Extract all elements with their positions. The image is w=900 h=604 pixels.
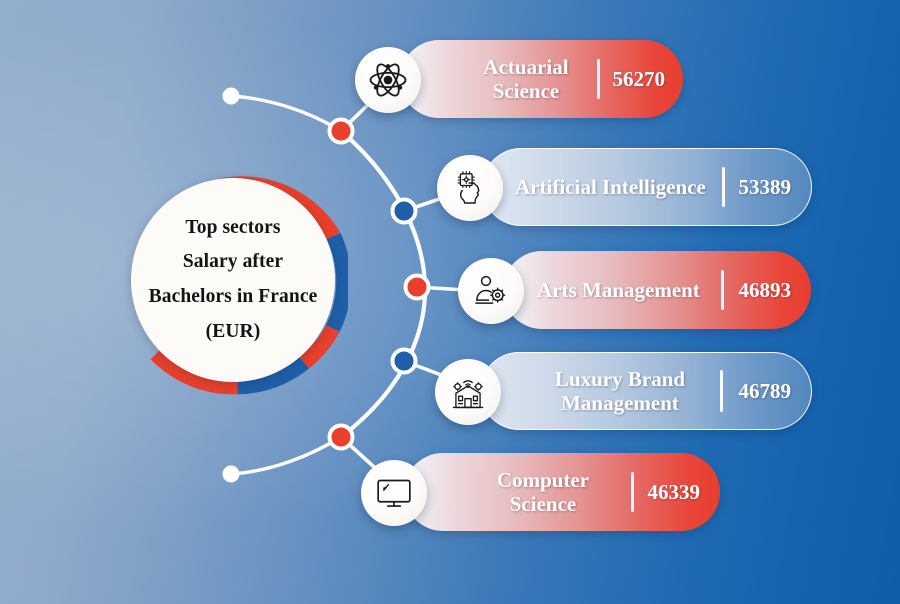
item-value-4: 46789 [738, 378, 792, 403]
item-divider-4 [720, 370, 723, 412]
item-row-4: Luxury Brand Management 46789 [480, 352, 812, 430]
item-value-5: 46339 [647, 479, 701, 504]
item-divider-2 [722, 167, 725, 207]
item-label-1: Actuarial Science [483, 54, 569, 103]
item-icon-bubble-5[interactable] [361, 460, 427, 526]
item-divider-1 [597, 59, 600, 99]
item-label-3: Arts Management [537, 277, 700, 302]
ai-head-icon [457, 171, 480, 204]
item-row-1: Actuarial Science 56270 [400, 40, 683, 118]
item-pill-3[interactable]: Arts Management 46893 [503, 251, 811, 329]
terminal-dot-bottom [222, 465, 240, 483]
center-hub: Top sectors Salary after Bachelors in Fr… [118, 165, 348, 395]
center-title-line-4: (EUR) [205, 320, 261, 342]
node-1 [327, 117, 355, 145]
item-row-5: Computer Science 46339 [404, 453, 720, 531]
ring-seg-4 [237, 356, 309, 395]
node-2 [390, 197, 418, 225]
node-3 [403, 273, 431, 301]
terminal-dot-top [222, 87, 240, 105]
ring-seg-2 [326, 232, 348, 332]
item-row-3: Arts Management 46893 [503, 251, 811, 329]
item-icon-bubble-1[interactable] [355, 47, 421, 113]
item-label-4: Luxury Brand Management [554, 366, 686, 415]
atom-icon [369, 63, 407, 97]
item-label-2: Artificial Intelligence [515, 174, 706, 199]
person-gear-icon [475, 275, 506, 304]
center-title-line-2: Salary after [182, 251, 284, 273]
center-disc: Top sectors Salary after Bachelors in Fr… [131, 178, 335, 382]
item-icon-bubble-3[interactable] [458, 258, 524, 324]
tail-bottom [230, 435, 343, 476]
item-pill-2[interactable]: Artificial Intelligence 53389 [482, 148, 812, 226]
tail-top [230, 94, 343, 133]
monitor-icon [377, 479, 411, 507]
node-5 [327, 423, 355, 451]
item-value-1: 56270 [612, 66, 666, 91]
node-4 [390, 347, 418, 375]
spine-arc [338, 128, 428, 440]
item-pill-4[interactable]: Luxury Brand Management 46789 [480, 352, 812, 430]
center-title-line-1: Top sectors [185, 216, 281, 238]
ring-seg-5 [150, 348, 238, 395]
item-pill-5[interactable]: Computer Science 46339 [404, 453, 720, 531]
item-divider-5 [631, 472, 634, 512]
boutique-wifi-icon [452, 380, 484, 409]
item-row-2: Artificial Intelligence 53389 [482, 148, 812, 226]
center-title: Top sectors Salary after Bachelors in Fr… [135, 211, 331, 350]
item-label-5: Computer Science [496, 467, 590, 516]
item-divider-3 [721, 270, 724, 310]
item-value-3: 46893 [738, 277, 792, 302]
center-title-line-3: Bachelors in France [148, 286, 318, 307]
item-icon-bubble-2[interactable] [437, 155, 503, 221]
item-value-2: 53389 [738, 174, 792, 199]
item-pill-1[interactable]: Actuarial Science 56270 [400, 40, 683, 118]
ring-seg-3 [299, 324, 340, 369]
item-icon-bubble-4[interactable] [435, 359, 501, 425]
